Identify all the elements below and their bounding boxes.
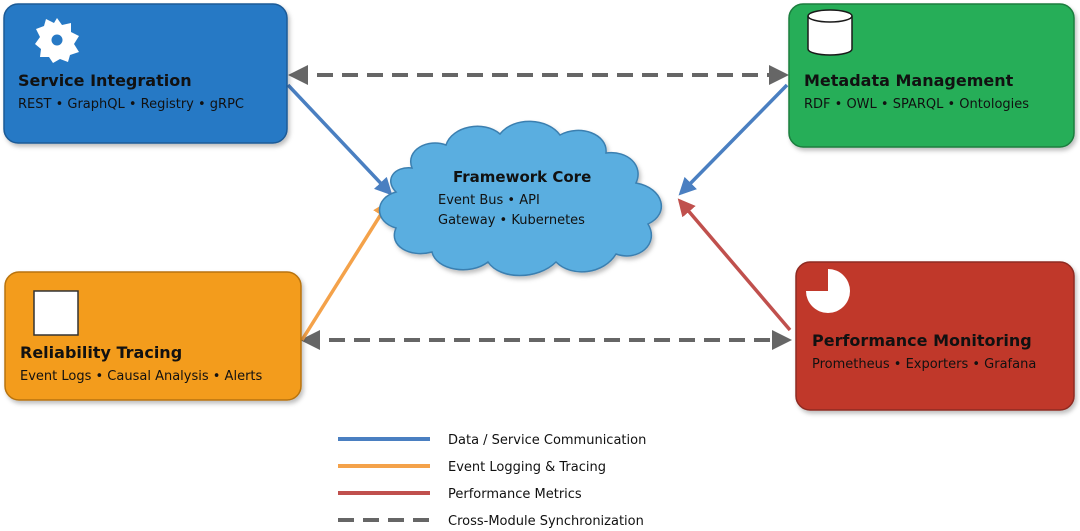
gear-icon: [35, 18, 79, 63]
legend-label-sync: Cross-Module Synchronization: [448, 514, 644, 529]
metadata-management-subtitle: RDF • OWL • SPARQL • Ontologies: [804, 97, 1029, 112]
reliability-tracing-title: Reliability Tracing: [20, 343, 182, 362]
metadata-management-title: Metadata Management: [804, 71, 1014, 90]
performance-monitoring-subtitle: Prometheus • Exporters • Grafana: [812, 357, 1036, 372]
legend: Data / Service Communication Event Loggi…: [338, 433, 646, 529]
connectors: [286, 65, 792, 350]
legend-label-logging: Event Logging & Tracing: [448, 460, 606, 475]
module-performance-monitoring: Performance Monitoring Prometheus • Expo…: [795, 261, 1075, 411]
module-reliability-tracing: Reliability Tracing Event Logs • Causal …: [4, 271, 302, 401]
arrow-reliability-to-core: [300, 200, 390, 341]
service-integration-subtitle: REST • GraphQL • Registry • gRPC: [18, 97, 244, 112]
arrow-metadata-to-core: [678, 83, 789, 196]
square-icon: [33, 290, 79, 336]
performance-monitoring-title: Performance Monitoring: [812, 331, 1032, 350]
module-service-integration: Service Integration REST • GraphQL • Reg…: [3, 3, 288, 144]
module-metadata-management: Metadata Management RDF • OWL • SPARQL •…: [788, 3, 1075, 148]
reliability-tracing-box: [4, 271, 302, 401]
legend-label-metrics: Performance Metrics: [448, 487, 582, 502]
framework-core: Framework Core Event Bus • API Gateway •…: [378, 120, 663, 277]
reliability-tracing-subtitle: Event Logs • Causal Analysis • Alerts: [20, 369, 263, 384]
framework-core-line1: Event Bus • API: [438, 193, 540, 208]
performance-monitoring-box: [795, 261, 1075, 411]
arrow-performance-to-core: [677, 198, 792, 332]
service-integration-title: Service Integration: [18, 71, 192, 90]
cloud-icon: [378, 120, 663, 277]
legend-label-data: Data / Service Communication: [448, 433, 646, 448]
arrow-service-to-core: [286, 83, 393, 196]
metadata-management-box: [788, 3, 1075, 148]
framework-core-title: Framework Core: [453, 168, 591, 186]
database-icon: [807, 9, 853, 56]
framework-core-line2: Gateway • Kubernetes: [438, 213, 585, 228]
pie-chart-icon: [806, 269, 850, 313]
